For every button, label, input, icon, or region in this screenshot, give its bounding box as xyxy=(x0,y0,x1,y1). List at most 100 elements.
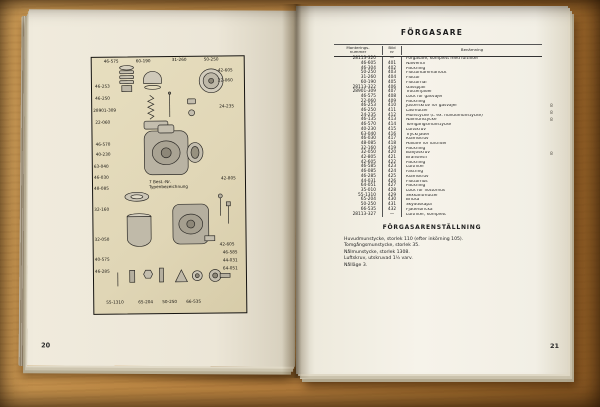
table-cell: 32-050 xyxy=(360,150,376,156)
table-row: 64-051 427 Packning xyxy=(334,184,542,189)
diagram-part-label: 46-575 xyxy=(103,58,119,64)
margin-mark: 8 xyxy=(550,104,553,109)
diagram-part-label: 55-1310 xyxy=(106,299,124,305)
table-cell: 55-1310 xyxy=(358,192,376,198)
table-row: 28113-320 — Förgasare, komplett med luftfi… xyxy=(334,56,542,63)
table-cell: 31-260 xyxy=(360,75,376,81)
table-cell: 32-160 xyxy=(360,145,376,151)
table-cell: 28113-320 xyxy=(352,56,376,62)
table-cell: — xyxy=(382,57,402,63)
diagram-part-label: 32-050 xyxy=(94,236,110,242)
settings-heading: FÖRGASARENSTÄLLNING xyxy=(382,224,482,231)
diagram-part-label: 50-250 xyxy=(203,56,219,62)
diagram-part-label: 46-250 xyxy=(95,95,110,101)
table-cell: 424 xyxy=(382,169,402,175)
carburetor-exploded-drawing xyxy=(117,65,231,287)
table-cell: 46-304 xyxy=(360,65,376,71)
table-cell: 410 xyxy=(382,104,402,110)
header-monteringsnr: Monterings- nummer xyxy=(346,45,370,55)
diagram-part-label: 32-160 xyxy=(94,206,110,212)
diagram-part-label: 65-204 xyxy=(138,299,154,305)
page-title: FÖRGASARE xyxy=(400,28,464,37)
table-cell: 425 xyxy=(382,174,402,180)
settings-lines: Huvudmunstycke, storlek 110 (efter inkör… xyxy=(344,237,544,269)
table-cell: 46-585 xyxy=(360,164,376,170)
table-cell: Bränslesil xyxy=(406,156,427,161)
table-cell: 403 xyxy=(382,71,402,77)
table-cell: 64-051 xyxy=(360,183,376,189)
table-cell: 46-135 xyxy=(360,117,376,123)
margin-mark: 8 xyxy=(550,118,553,123)
table-cell: 48-085 xyxy=(360,140,376,146)
table-cell: — xyxy=(382,212,402,218)
diagram-part-label: 40-575 xyxy=(94,256,110,262)
table-cell: 28113-322 xyxy=(352,84,376,90)
table-cell: Låsmutter xyxy=(406,109,428,114)
diagram-part-label: Typenbezeichnung xyxy=(149,183,189,190)
table-cell: 419 xyxy=(382,146,402,152)
parts-table-body: 28113-320 — Förgasare, komplett med luftfi… xyxy=(334,56,542,218)
settings-line: Huvudmunstycke, storlek 110 (efter inkör… xyxy=(344,237,464,242)
table-cell: Skyddskåpa xyxy=(406,203,432,208)
table-cell: 427 xyxy=(382,184,402,189)
table-cell: Packning xyxy=(406,184,426,189)
table-cell: Luftfilter, komplett xyxy=(406,212,446,217)
table-cell: 401 xyxy=(382,61,402,67)
table-cell: Nålventil xyxy=(406,62,426,67)
table-cell: 66-535 xyxy=(360,206,376,212)
diagram-part-label: 46-570 xyxy=(95,141,111,147)
table-cell: 46-250 xyxy=(360,108,376,114)
table-cell: 426 xyxy=(382,179,402,185)
table-cell: Luftfilter xyxy=(406,165,425,170)
settings-line: Tomgångsmunstycke, storlek 35. xyxy=(344,243,420,249)
table-cell: 46-605 xyxy=(360,61,376,67)
table-cell: 413 xyxy=(382,118,402,124)
table-cell: Justerskruv för gasvajer xyxy=(406,104,458,109)
diagram-part-label: 22-060 xyxy=(95,119,111,125)
settings-line: Nålmunstycke, storlek 1308. xyxy=(344,249,410,255)
table-cell: Förgasare, komplett med luftfilter xyxy=(406,57,479,62)
table-cell: 63-040 xyxy=(360,131,376,137)
diagram-part-label: 64-051 xyxy=(222,265,238,271)
diagram-part-label: 40-230 xyxy=(95,151,111,157)
table-cell: 40-230 xyxy=(360,126,376,132)
table-row: 46-250 411 Låsmutter xyxy=(334,108,542,114)
table-cell: Lock för gasvajer xyxy=(406,94,443,99)
settings-line: Nålläge 3. xyxy=(344,262,368,268)
table-cell: 423 xyxy=(382,165,402,171)
diagram-part-label: 46-253 xyxy=(94,83,110,89)
table-cell: 421 xyxy=(382,155,402,161)
table-cell: 50-250 xyxy=(360,202,376,208)
table-cell: Nålmunstycke xyxy=(406,118,437,123)
diagram-part-label: 50-250 xyxy=(162,298,178,305)
diagram-part-label: 22-060 xyxy=(217,77,233,83)
table-cell: Tryckfjäder xyxy=(406,132,430,137)
diagram-part-label: 60-190 xyxy=(135,58,151,64)
parts-table: Monterings- nummer Bild nr Benämning 281… xyxy=(334,44,542,218)
table-cell: 415 xyxy=(382,127,402,133)
table-cell: Sexkantmutter xyxy=(406,193,438,198)
table-row: 40-230 415 Luftskruv xyxy=(334,126,542,133)
diagram-part-label: 42-805 xyxy=(220,175,236,181)
diagram-part-label: 28901-309 xyxy=(93,107,117,113)
table-cell: Luftskruv xyxy=(406,127,426,132)
table-cell: 411 xyxy=(382,108,402,114)
table-cell: 46-085 xyxy=(360,169,376,175)
table-cell: 46-253 xyxy=(360,103,376,109)
table-cell: 404 xyxy=(382,75,402,81)
header-benamning: Benämning xyxy=(460,47,484,53)
settings-line: Luftskruv, utskruvad 1½ varv. xyxy=(344,256,413,262)
header-bildnr: Bild nr xyxy=(382,45,402,55)
diagram-part-label: 42-605 xyxy=(217,67,233,73)
